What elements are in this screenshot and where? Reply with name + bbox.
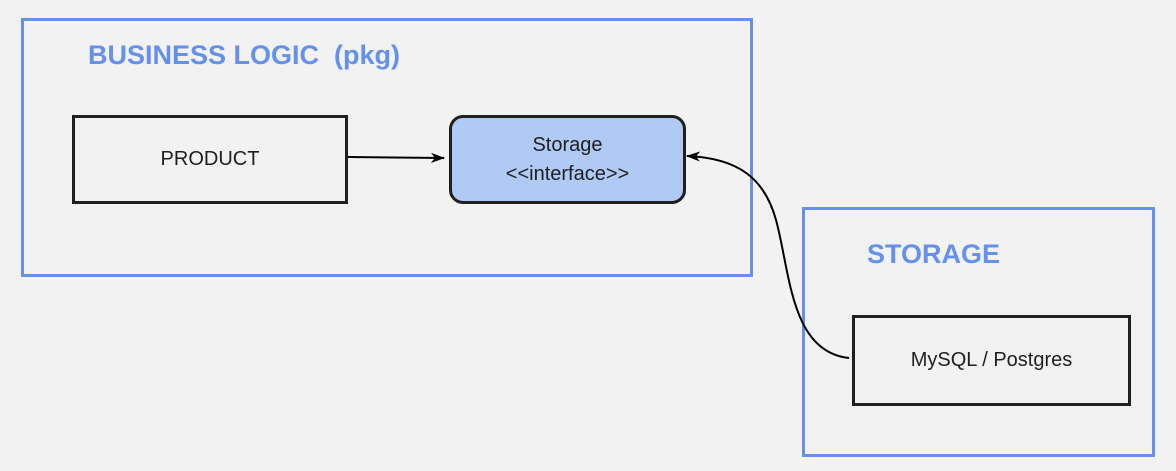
business-logic-package-title: BUSINESS LOGIC (pkg) [88,40,401,70]
storage-interface-name: Storage [532,133,603,156]
storage-interface-node: Storage <<interface>> [449,115,686,204]
product-node-label: PRODUCT [160,148,260,170]
mysql-postgres-node: MySQL / Postgres [852,315,1131,406]
storage-package-title: STORAGE [867,239,1001,269]
storage-package: STORAGE MySQL / Postgres [802,207,1155,457]
product-node: PRODUCT [72,115,348,204]
mysql-postgres-label: MySQL / Postgres [910,349,1073,371]
storage-interface-stereotype: <<interface>> [505,162,630,185]
business-logic-package: BUSINESS LOGIC (pkg) PRODUCT Storage <<i… [21,18,753,277]
